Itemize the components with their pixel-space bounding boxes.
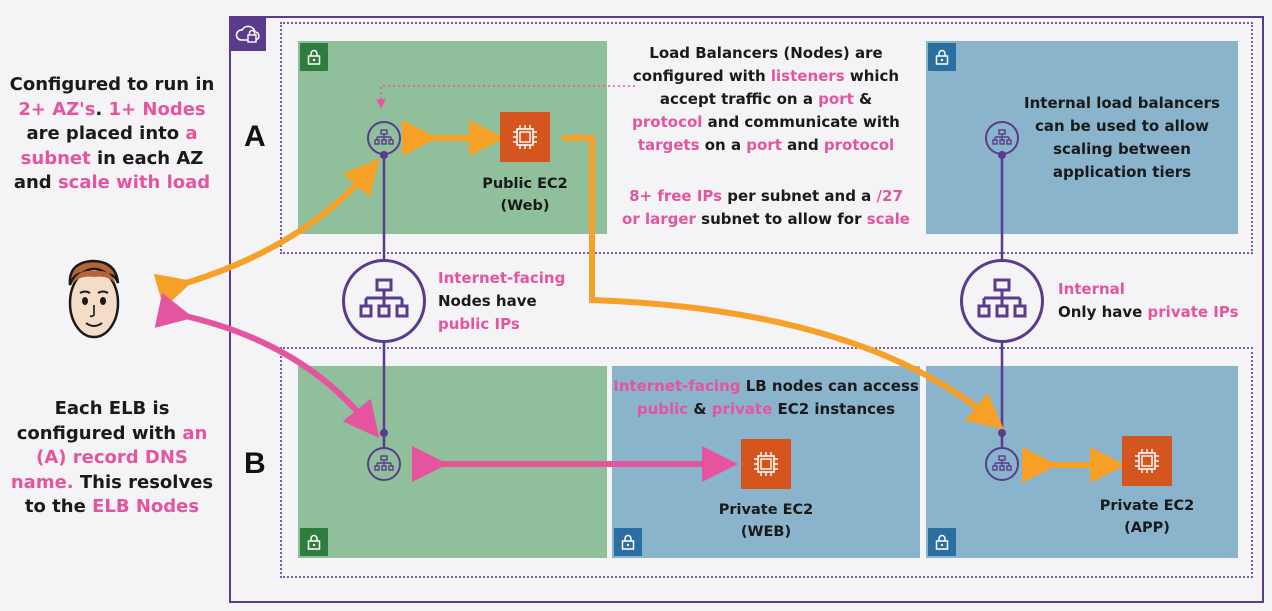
internal-lb-note: Internal load balancers can be used to a… [1024,94,1220,181]
lock-icon [928,528,956,556]
public-ec2-chip-icon [500,112,550,162]
user-face-icon [66,255,122,350]
free-ips-note: 8+ free IPs per subnet and a /27 or larg… [622,187,910,228]
dns-record-note: Each ELB is configured with an (A) recor… [10,398,214,517]
az-b-label: B [244,447,266,480]
az-nodes-note: Configured to run in 2+ AZ's. 1+ Nodes a… [9,74,215,193]
vpc-cloud-lock-icon [229,16,266,51]
private-ec2-app-label: Private EC2 (APP) [1099,498,1195,536]
internet-facing-load-balancer-icon [342,259,426,343]
internal-lb-node-a-icon [985,121,1019,155]
lb-access-note: Internet-facing LB nodes can access publ… [613,377,919,418]
public-subnet-b [298,366,607,558]
lock-icon [928,43,956,71]
lock-icon [614,528,642,556]
internal-lb-node-b-icon [985,447,1019,481]
public-ec2-label: Public EC2 (Web) [482,176,568,214]
private-ec2-web-label: Private EC2 (WEB) [718,502,814,540]
lock-icon [300,528,328,556]
load-balancer-node-a-icon [367,121,401,155]
az-a-label: A [244,120,266,153]
lock-icon [300,43,328,71]
internal-label: Internal Only have private IPs [1058,280,1239,321]
internal-load-balancer-icon [960,259,1044,343]
internet-facing-label: Internet-facing Nodes have public IPs [438,269,566,333]
listeners-note: Load Balancers (Nodes) are configured wi… [632,44,900,154]
private-ec2-app-chip-icon [1122,436,1172,486]
load-balancer-node-b-icon [367,447,401,481]
private-ec2-web-chip-icon [741,439,791,489]
